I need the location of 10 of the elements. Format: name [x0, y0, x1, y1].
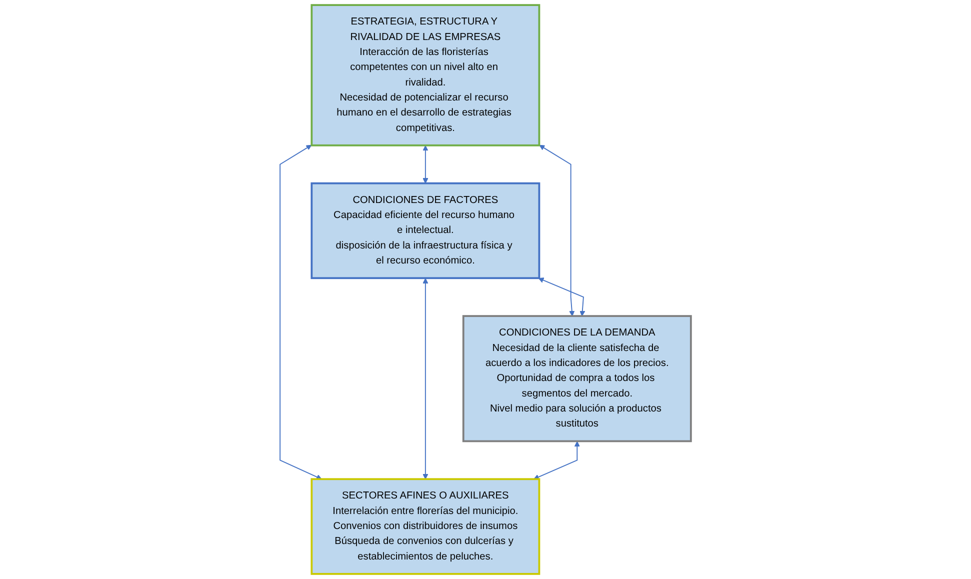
arrow	[538, 278, 586, 316]
arrow	[280, 144, 322, 480]
node-box: CONDICIONES DE LA DEMANDA Necesidad de la cliente satisfecha de acuerdo a los indicadores de los precios. Oportunidad de compra a todos los segmentos del mercado. Nivel medio para solución a productos sustitutos	[462, 315, 692, 442]
node-box: ESTRATEGIA, ESTRUCTURA Y RIVALIDAD DE LAS EMPRESAS Interacción de las floristerías competentes con un nivel alto en rivalidad. Necesidad de potencializar el recurso humano en el desarrollo de estrategias competitivas.	[310, 4, 540, 146]
node-box: CONDICIONES DE FACTORES Capacidad eficiente del recurso humano e intelectual. disposición de la infraestructura física y el recurso económico.	[310, 182, 540, 280]
arrow	[534, 441, 580, 480]
arrow	[422, 278, 428, 480]
node-box: SECTORES AFINES O AUXILIARES Interrelación entre florerías del municipio. Convenios con distribuidores de insumos Búsqueda de convenios con dulcerías y establecimientos de peluches.	[310, 478, 540, 575]
arrow	[539, 144, 575, 316]
arrow	[422, 145, 428, 184]
